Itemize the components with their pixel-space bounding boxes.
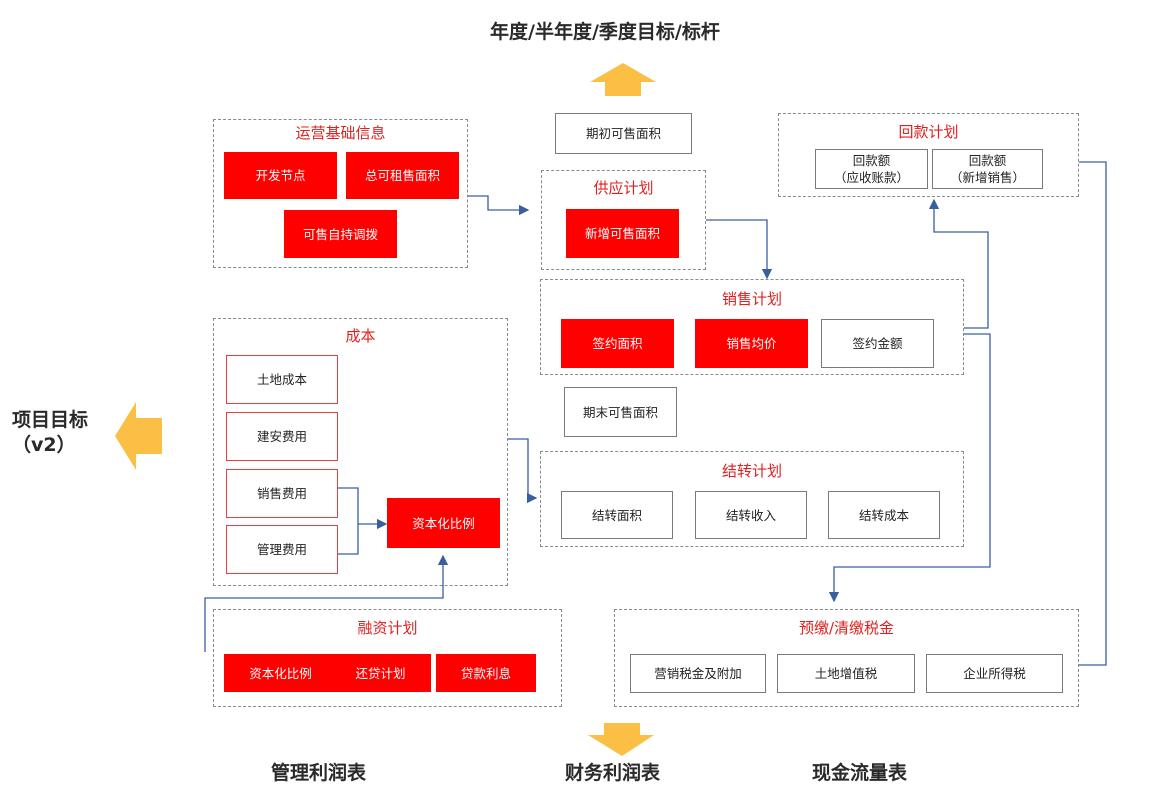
payment-newsale-box: 回款额 （新增销售） [932,149,1043,189]
contract-area-box: 签约面积 [561,319,674,368]
left-arrow [115,402,162,470]
payment-group: 回款计划 [778,113,1079,197]
mgmt-profit-label: 管理利润表 [271,762,367,784]
down-arrow [588,723,654,756]
supply-title: 供应计划 [593,179,654,197]
cashflow-label: 现金流量表 [812,762,908,784]
self-hold-box: 可售自持调拨 [284,210,397,258]
build-cost-box: 建安费用 [226,412,338,461]
contract-amount-box: 签约金额 [821,319,934,368]
loan-interest-box: 贷款利息 [436,654,536,692]
cost-title: 成本 [345,327,376,345]
mgmt-expense-box: 管理费用 [226,525,338,574]
sales-title: 销售计划 [721,290,782,308]
fin-profit-label: 财务利润表 [565,762,661,784]
tax-title: 预缴/清缴税金 [798,619,895,637]
project-target-label: 项目目标 （v2） [12,409,89,456]
finance-title: 融资计划 [357,619,418,637]
carry-income-box: 结转收入 [695,491,807,539]
carry-area-box: 结转面积 [561,491,673,539]
connector-supply-sales [706,219,773,280]
sales-group: 销售计划 [540,279,964,375]
carry-title: 结转计划 [721,462,782,480]
payment-receivable-box: 回款额 （应收账款） [815,149,928,189]
avg-price-box: 销售均价 [695,319,808,368]
selling-expense-box: 销售费用 [226,469,338,518]
total-area-box: 总可租售面积 [346,152,459,199]
opening-area-box: 期初可售面积 [555,113,692,154]
connector-payment-tax [1079,161,1107,666]
ops-title: 运营基础信息 [295,124,386,142]
up-arrow [590,63,656,96]
finance-group: 融资计划 [213,609,562,707]
connector-ops-supply [468,195,530,216]
new-area-box: 新增可售面积 [566,209,679,258]
dev-node-box: 开发节点 [224,152,337,199]
payment-title: 回款计划 [898,123,959,141]
cap-ratio-box: 资本化比例 [387,498,500,548]
land-cost-box: 土地成本 [226,355,338,404]
cost-group: 成本 [213,318,508,586]
repay-plan-box: 还贷计划 [330,654,431,692]
carry-cost-box: 结转成本 [828,491,940,539]
connector-cost-carry [508,438,538,504]
supply-group: 供应计划 [541,170,706,270]
finance-cap-ratio-box: 资本化比例 [224,654,337,692]
top-title: 年度/半年度/季度目标/标杆 [490,21,720,43]
carry-group: 结转计划 [540,451,964,547]
ending-area-box: 期末可售面积 [564,387,677,437]
ops-group: 运营基础信息 [213,119,468,268]
tax-group: 预缴/清缴税金 [614,609,1079,707]
sales-tax-box: 营销税金及附加 [630,654,766,693]
land-vat-box: 土地增值税 [777,654,915,693]
cit-box: 企业所得税 [926,654,1063,693]
